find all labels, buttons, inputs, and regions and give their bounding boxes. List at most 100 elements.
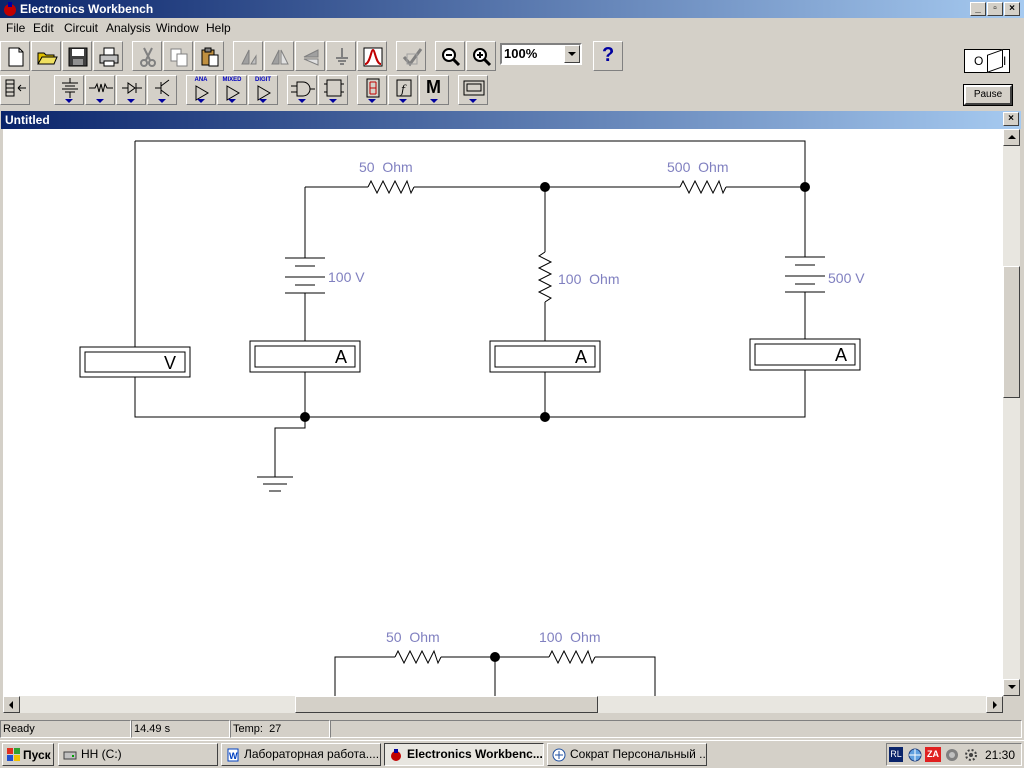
transistors-bin-button[interactable] (147, 75, 177, 105)
network-icon[interactable] (907, 747, 923, 763)
scroll-down-button[interactable] (1003, 679, 1020, 696)
analog-ics-bin-button[interactable]: ANA (186, 75, 216, 105)
component-properties-button[interactable] (326, 41, 356, 71)
voltmeter[interactable] (79, 346, 191, 378)
vertical-scrollbar[interactable] (1003, 129, 1020, 696)
graph-button[interactable] (357, 41, 387, 71)
settings-icon[interactable] (963, 747, 979, 763)
r5-label: 100 Ohm (539, 629, 600, 645)
document-close-button[interactable]: × (1003, 112, 1019, 126)
and-gate-icon (291, 81, 315, 97)
logic-gates-bin-button[interactable] (287, 75, 317, 105)
resistor-r2[interactable] (679, 179, 727, 195)
zoom-out-button[interactable] (435, 41, 465, 71)
resistor-r1[interactable] (367, 179, 415, 195)
menu-circuit[interactable]: Circuit (64, 21, 99, 35)
arrow-left-icon (9, 701, 13, 709)
ammeter-3[interactable] (749, 338, 861, 371)
app-titlebar[interactable]: Electronics Workbench _ ▫ × (0, 0, 1024, 18)
task-word-document[interactable]: W Лабораторная работа.... (221, 743, 381, 766)
check-icon (402, 48, 423, 67)
rotate-button[interactable] (233, 41, 263, 71)
digital-ics-bin-button[interactable]: DIGIT (248, 75, 278, 105)
task-socrat[interactable]: Сократ Персональный ... (547, 743, 707, 766)
ammeter-2[interactable] (489, 340, 601, 373)
menu-edit[interactable]: Edit (33, 21, 54, 35)
maximize-button[interactable]: ▫ (987, 2, 1003, 16)
wire[interactable] (304, 372, 546, 417)
open-button[interactable] (31, 41, 61, 71)
circuit-diagram[interactable]: 50 Ohm 500 Ohm 100 Ohm 100 V 500 V 50 Oh… (3, 129, 1003, 696)
power-switch-toggle[interactable] (987, 49, 1003, 73)
junction-dot (540, 412, 550, 422)
task-electronics-workbench[interactable]: Electronics Workbenc... (384, 743, 544, 766)
scissors-icon (140, 47, 156, 67)
task-drive-c[interactable]: НН (C:) (58, 743, 218, 766)
menu-analysis[interactable]: Analysis (106, 21, 151, 35)
main-toolbar: ? (0, 39, 1024, 75)
favorites-bin-button[interactable] (0, 75, 30, 105)
battery-v1[interactable] (285, 257, 325, 294)
save-button[interactable] (62, 41, 92, 71)
sources-bin-button[interactable] (54, 75, 84, 105)
wire[interactable] (134, 370, 806, 418)
chevron-down-icon (96, 99, 104, 103)
chevron-down-icon (259, 99, 267, 103)
minimize-button[interactable]: _ (970, 2, 986, 16)
flip-vertical-button[interactable] (295, 41, 325, 71)
digital-bin-button[interactable] (318, 75, 348, 105)
circuit-canvas[interactable]: 50 Ohm 500 Ohm 100 Ohm 100 V 500 V 50 Oh… (3, 129, 1003, 696)
menu-file[interactable]: File (6, 21, 26, 35)
speaker-icon[interactable] (944, 747, 960, 763)
wire[interactable] (274, 417, 306, 477)
zoom-dropdown[interactable]: 100% (500, 43, 582, 65)
rotate-icon (241, 49, 257, 65)
clock[interactable]: 21:30 (985, 748, 1016, 762)
scroll-left-button[interactable] (3, 696, 20, 713)
resistor-r3[interactable] (537, 251, 553, 303)
pause-button[interactable]: Pause (963, 84, 1013, 106)
scroll-up-button[interactable] (1003, 129, 1020, 146)
drive-icon (63, 751, 77, 760)
ground[interactable] (257, 476, 293, 492)
resistor-r4[interactable] (394, 649, 442, 665)
basic-bin-button[interactable] (85, 75, 115, 105)
scroll-right-button[interactable] (986, 696, 1003, 713)
horizontal-scroll-thumb[interactable] (295, 696, 598, 713)
horizontal-scrollbar[interactable] (3, 696, 1003, 713)
wire[interactable] (135, 140, 806, 187)
r1-label: 50 Ohm (359, 159, 413, 175)
zoom-in-button[interactable] (466, 41, 496, 71)
vertical-scroll-thumb[interactable] (1003, 266, 1020, 398)
controls-bin-button[interactable]: f (388, 75, 418, 105)
cut-button[interactable] (132, 41, 162, 71)
miscellaneous-bin-button[interactable]: M (419, 75, 449, 105)
battery-v2[interactable] (785, 256, 825, 293)
digital-ic-icon (257, 85, 271, 101)
clipboard-icon (201, 47, 219, 67)
menu-help[interactable]: Help (206, 21, 231, 35)
new-button[interactable] (0, 41, 30, 71)
mixed-ics-bin-button[interactable]: MIXED (217, 75, 247, 105)
menu-window[interactable]: Window (156, 21, 199, 35)
zonealarm-icon[interactable]: ZA (925, 747, 941, 762)
flip-horizontal-button[interactable] (264, 41, 294, 71)
document-title[interactable]: Untitled (1, 111, 1021, 129)
paste-button[interactable] (194, 41, 224, 71)
subcircuit-button[interactable] (396, 41, 426, 71)
copy-button[interactable] (163, 41, 193, 71)
help-button[interactable]: ? (593, 41, 623, 71)
word-document-icon: W (227, 748, 239, 762)
diodes-bin-button[interactable] (116, 75, 146, 105)
chevron-down-icon[interactable] (564, 45, 580, 63)
language-indicator[interactable]: RL (889, 747, 903, 762)
print-button[interactable] (93, 41, 123, 71)
resistor-r5[interactable] (548, 649, 596, 665)
ammeter-1[interactable] (249, 340, 361, 373)
indicators-bin-button[interactable] (357, 75, 387, 105)
start-button[interactable]: Пуск (2, 743, 54, 766)
wire[interactable] (334, 656, 656, 696)
instruments-bin-button[interactable] (458, 75, 488, 105)
close-button[interactable]: × (1004, 2, 1020, 16)
power-switch[interactable]: O I (964, 49, 1010, 73)
